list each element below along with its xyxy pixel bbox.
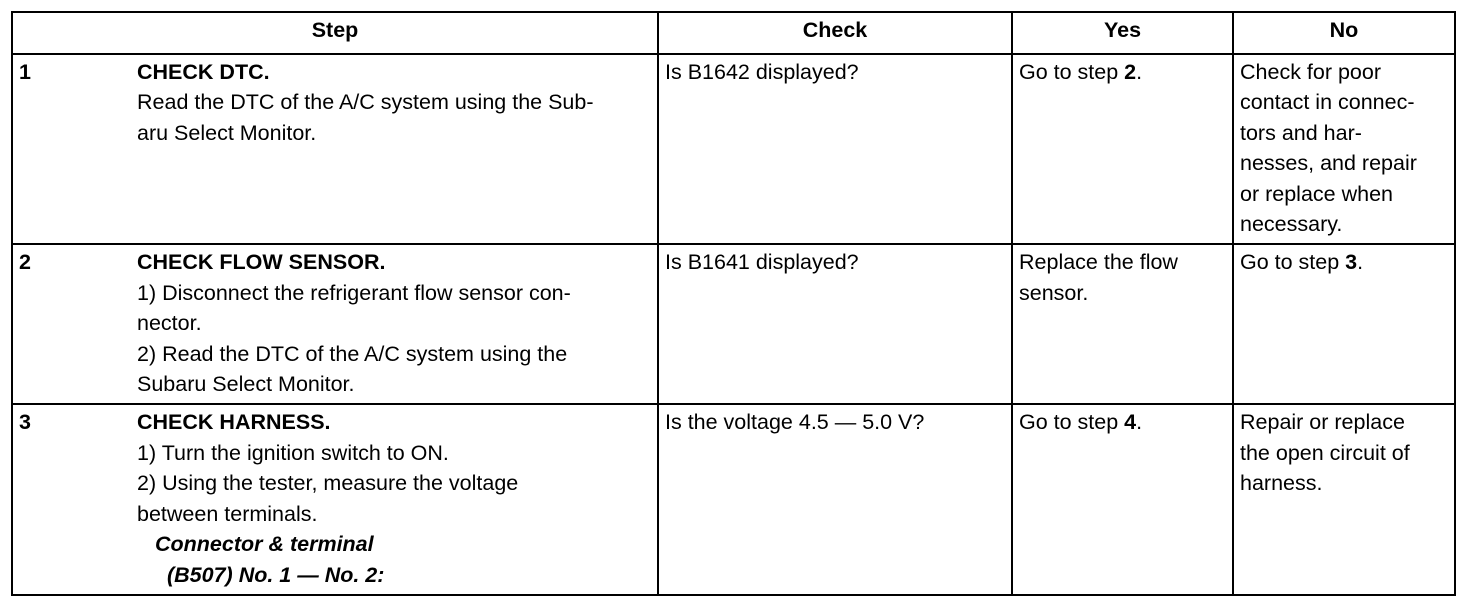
yes-text: Go to step: [1019, 410, 1125, 435]
check-cell: Is B1641 displayed?: [657, 243, 1013, 406]
header-no: No: [1232, 11, 1456, 55]
no-line: the open circuit of: [1240, 440, 1410, 465]
step-line: nector.: [137, 311, 202, 336]
yes-cell: Replace the flow sensor.: [1011, 243, 1234, 406]
step-body: CHECK DTC. Read the DTC of the A/C syste…: [137, 57, 653, 148]
no-suffix: .: [1357, 250, 1364, 275]
step-line: 1) Disconnect the refrigerant flow senso…: [137, 280, 571, 305]
yes-cell: Go to step 2.: [1011, 52, 1234, 246]
yes-suffix: .: [1136, 60, 1143, 84]
no-line: necessary.: [1240, 212, 1343, 237]
step-line: between terminals.: [137, 501, 318, 526]
no-line: Check for poor: [1240, 60, 1382, 84]
step-reference: 4: [1124, 410, 1137, 435]
no-line: Repair or replace: [1240, 410, 1405, 435]
no-line: nesses, and repair: [1240, 151, 1417, 176]
yes-cell: Go to step 4.: [1011, 403, 1234, 596]
step-line: 2) Using the tester, measure the voltage: [137, 471, 519, 496]
no-line: contact in connec-: [1240, 90, 1415, 115]
spec-label: Connector & terminal: [155, 532, 374, 557]
no-line: tors and har-: [1240, 120, 1362, 145]
step-title: CHECK HARNESS.: [137, 410, 331, 435]
yes-suffix: .: [1136, 410, 1143, 435]
step-line: Subaru Select Monitor.: [137, 372, 355, 397]
no-cell: Repair or replace the open circuit of ha…: [1232, 403, 1456, 596]
no-line: harness.: [1240, 471, 1323, 496]
table-row: 3 CHECK HARNESS. 1) Turn the ignition sw…: [11, 403, 1456, 596]
no-line: or replace when: [1240, 181, 1393, 206]
step-line: 1) Turn the ignition switch to ON.: [137, 440, 449, 465]
step-body: CHECK HARNESS. 1) Turn the ignition swit…: [137, 407, 653, 589]
header-check: Check: [657, 11, 1013, 55]
step-title: CHECK DTC.: [137, 60, 270, 84]
step-cell: 3 CHECK HARNESS. 1) Turn the ignition sw…: [11, 403, 659, 596]
check-cell: Is B1642 displayed?: [657, 52, 1013, 246]
yes-text: Go to step: [1019, 60, 1125, 84]
step-reference: 3: [1345, 250, 1358, 275]
step-cell: 2 CHECK FLOW SENSOR. 1) Disconnect the r…: [11, 243, 659, 406]
no-cell: Check for poor contact in connec- tors a…: [1232, 52, 1456, 246]
spec-value: (B507) No. 1 — No. 2:: [167, 562, 385, 587]
header-row: Step Check Yes No: [11, 11, 1456, 55]
step-reference: 2: [1124, 60, 1137, 84]
yes-line: Replace the flow: [1019, 250, 1178, 275]
step-number: 3: [19, 410, 31, 435]
step-line: Read the DTC of the A/C system using the…: [137, 90, 594, 115]
step-title: CHECK FLOW SENSOR.: [137, 250, 386, 275]
step-number: 1: [19, 60, 31, 84]
no-cell: Go to step 3.: [1232, 243, 1456, 406]
check-cell: Is the voltage 4.5 — 5.0 V?: [657, 403, 1013, 596]
table-row: 1 CHECK DTC. Read the DTC of the A/C sys…: [11, 52, 1456, 246]
diagnostic-table: Step Check Yes No 1 CHECK DTC. Read the …: [11, 11, 1456, 596]
step-number: 2: [19, 250, 31, 275]
step-line: 2) Read the DTC of the A/C system using …: [137, 341, 568, 366]
step-line: aru Select Monitor.: [137, 120, 317, 145]
header-step: Step: [11, 11, 659, 55]
header-yes: Yes: [1011, 11, 1234, 55]
no-text: Go to step: [1240, 250, 1346, 275]
step-body: CHECK FLOW SENSOR. 1) Disconnect the ref…: [137, 247, 653, 399]
step-cell: 1 CHECK DTC. Read the DTC of the A/C sys…: [11, 52, 659, 246]
table-row: 2 CHECK FLOW SENSOR. 1) Disconnect the r…: [11, 243, 1456, 406]
yes-line: sensor.: [1019, 280, 1089, 305]
